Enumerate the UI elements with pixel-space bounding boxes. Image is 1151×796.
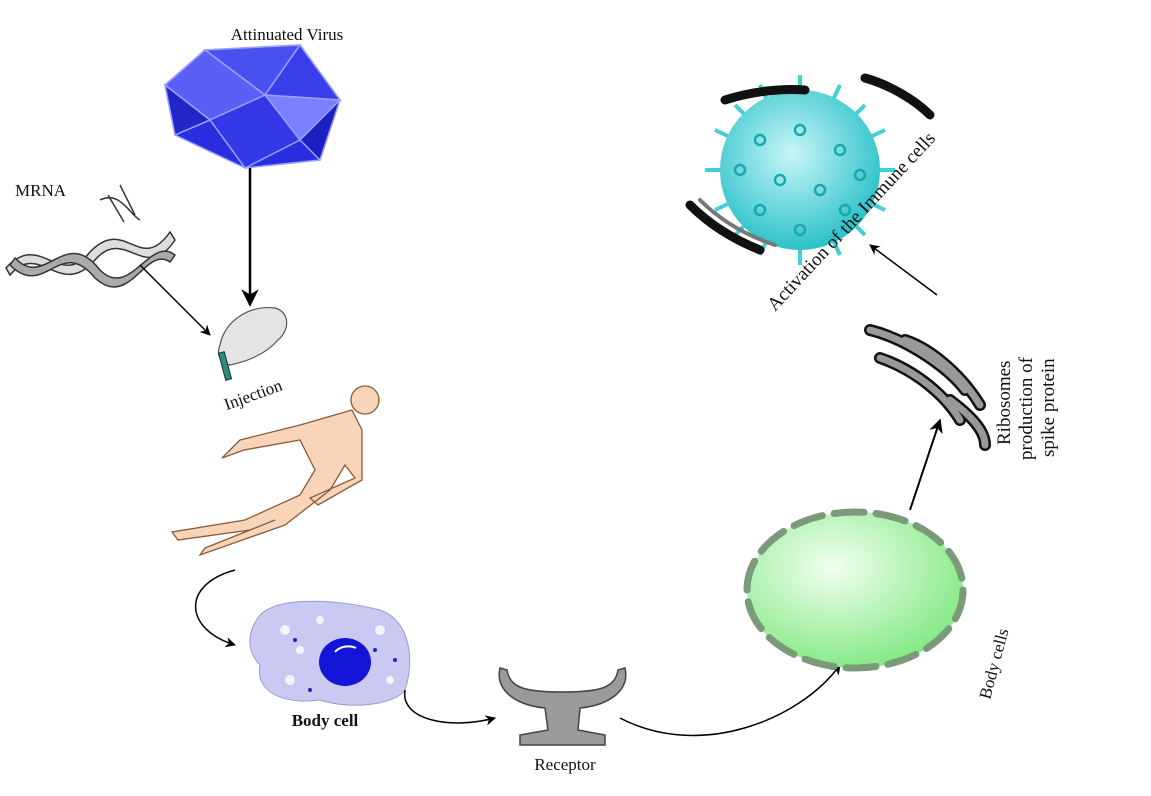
injection-hand-icon	[217, 307, 288, 381]
immune-membranes-icon	[685, 73, 935, 255]
attenuated-virus-icon	[163, 43, 342, 169]
mrna-helix-icon	[5, 184, 177, 288]
immune-cell-icon	[705, 75, 895, 265]
attenuated-virus-label: Attinuated Virus	[231, 25, 343, 44]
mrna-label: MRNA	[15, 181, 67, 200]
human-body-icon	[170, 385, 380, 557]
receptor-icon	[498, 667, 627, 746]
arrow-mrna-to-injection	[139, 264, 211, 336]
arrow-ribosomes-to-immune	[869, 244, 938, 296]
body-cells-label: Body cells	[976, 626, 1013, 701]
ribosomes-label-line3: spike protein	[1038, 358, 1059, 457]
body-cell-label: Body cell	[292, 711, 359, 730]
body-cells-icon	[743, 508, 967, 672]
ribosomes-icon	[864, 324, 991, 451]
body-cell-icon	[249, 600, 411, 706]
ribosomes-label-line2: production of	[1016, 356, 1037, 460]
ribosomes-label: Ribosomes production of spike protein	[994, 356, 1059, 460]
arrow-human-to-body-cell	[194, 569, 237, 648]
receptor-label: Receptor	[534, 755, 596, 774]
ribosomes-label-line1: Ribosomes	[994, 361, 1015, 445]
arrow-body-cell-to-receptor	[404, 689, 497, 726]
arrow-receptor-to-body-cells	[619, 664, 841, 737]
injection-label: Injection	[221, 375, 285, 414]
arrow-body-cells-to-ribosomes	[909, 418, 943, 511]
